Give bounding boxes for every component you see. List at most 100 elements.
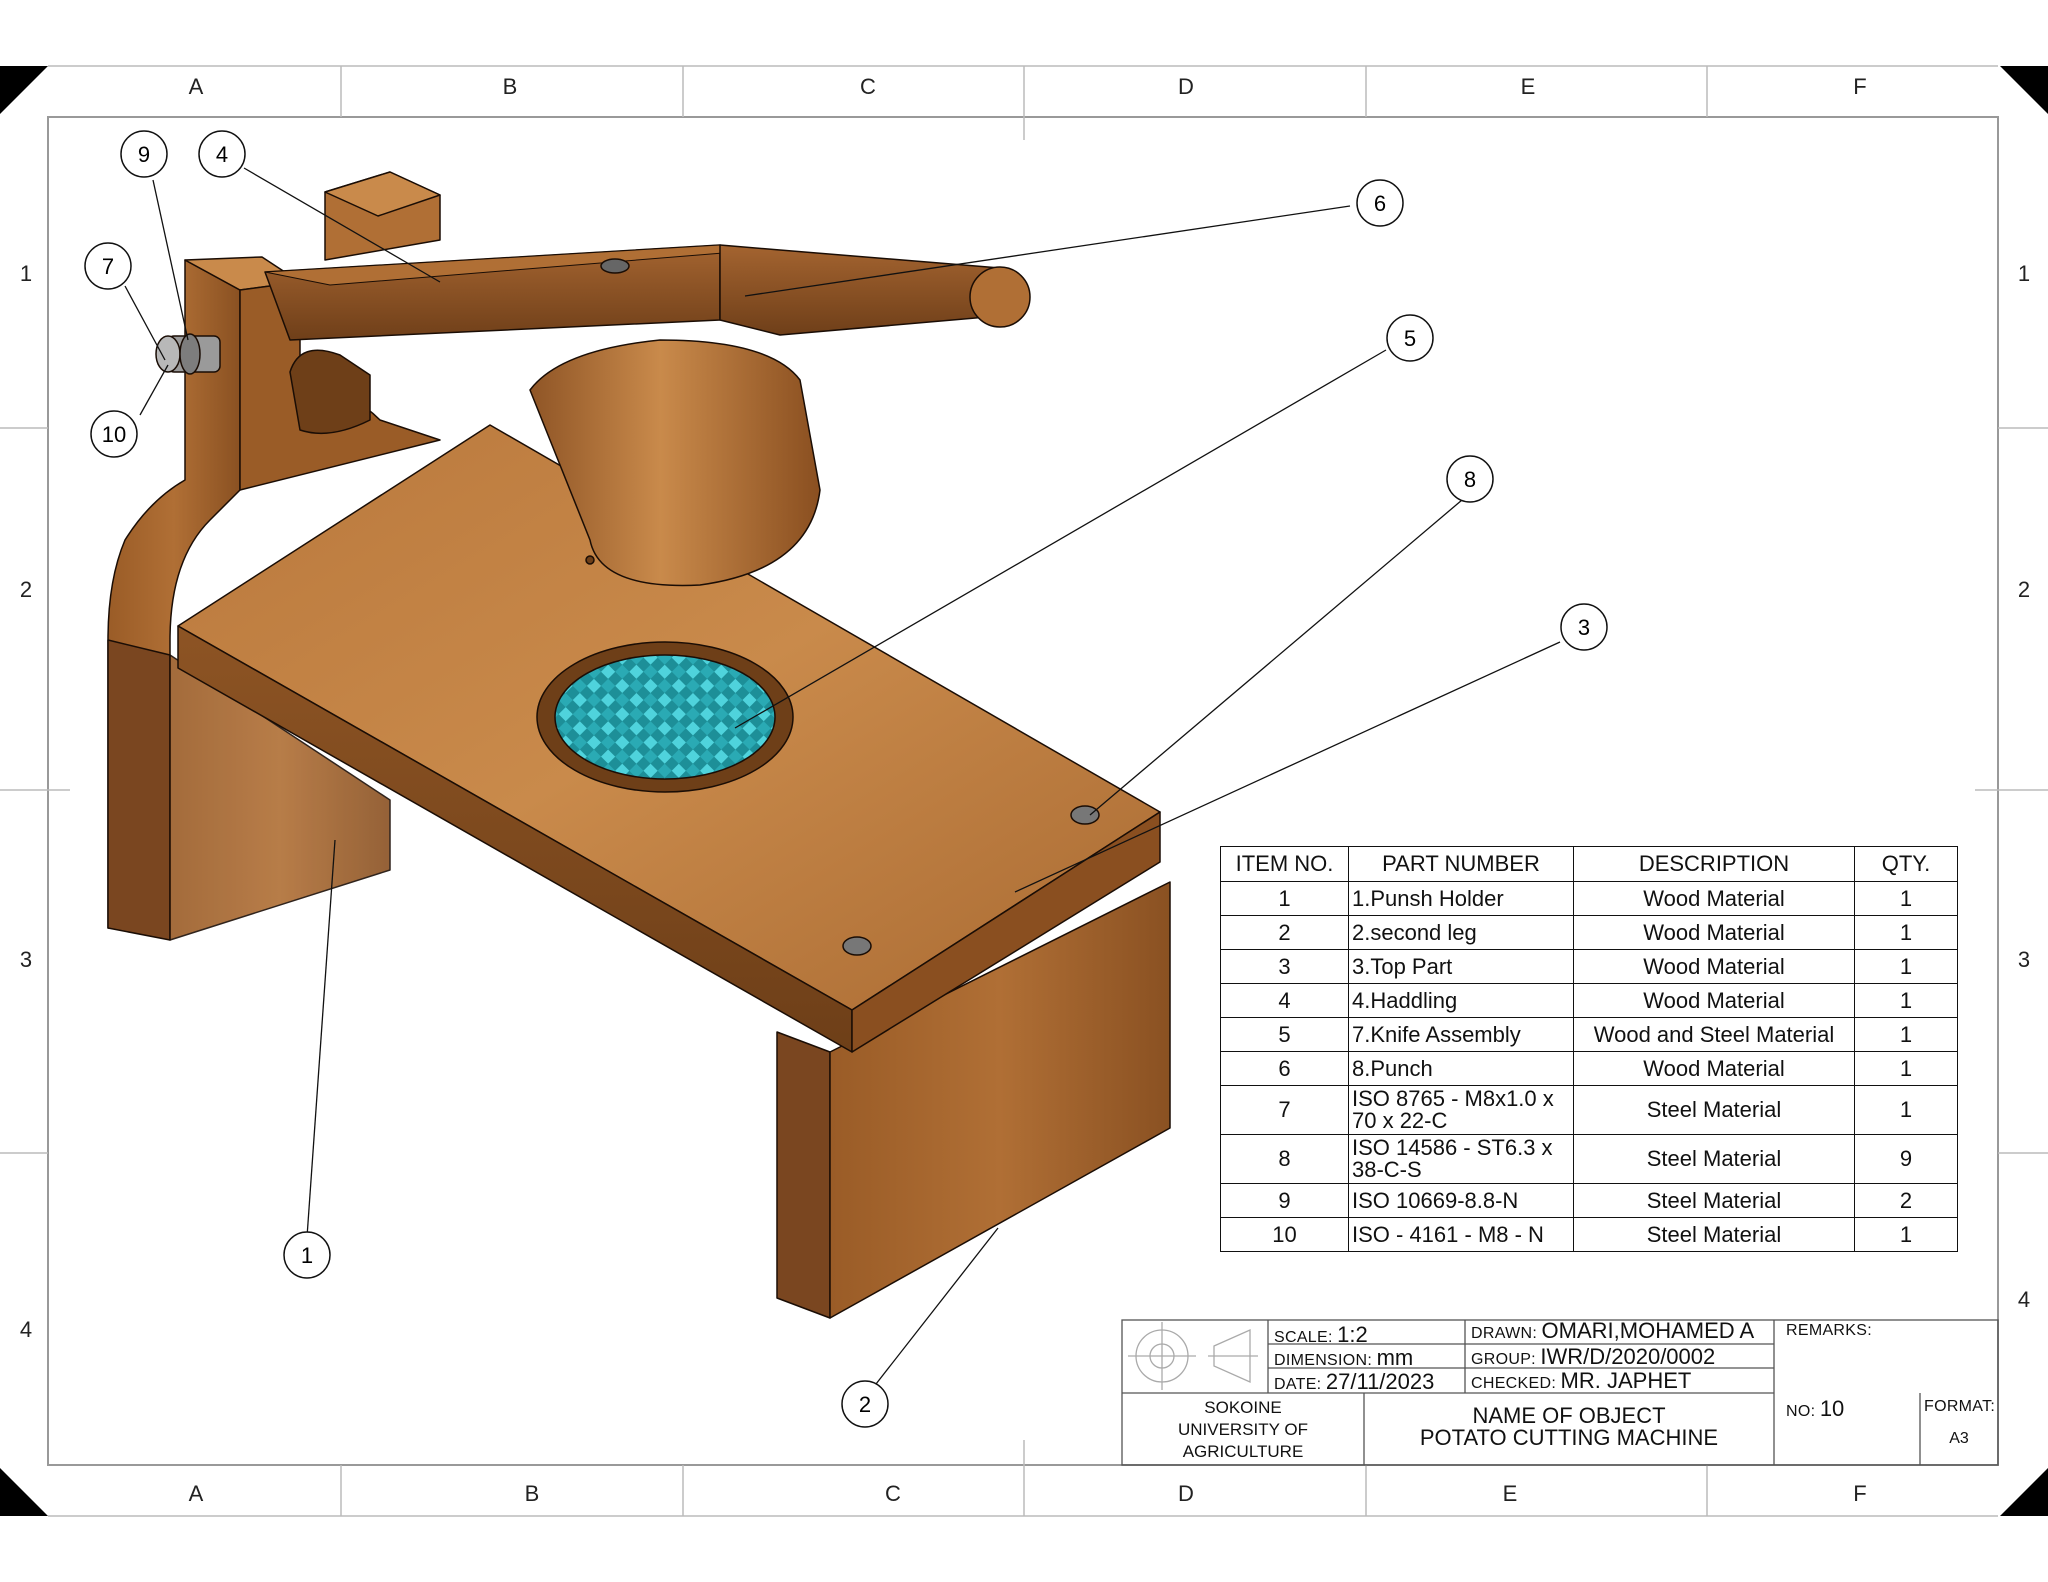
drawing-number-label: NO: <box>1786 1403 1816 1420</box>
bom-item-cell: 2 <box>1220 915 1349 950</box>
sheet-frame <box>0 65 2048 1517</box>
balloon-circle <box>1386 314 1434 362</box>
balloon-circle <box>198 130 246 178</box>
dimension-field: DIMENSION: mm <box>1274 1345 1413 1371</box>
punch <box>529 339 821 587</box>
balloon-circle <box>1560 603 1608 651</box>
bom-part-cell: 4.Haddling <box>1348 983 1574 1018</box>
zone-column-bottom-b: B <box>524 1481 540 1506</box>
zone-row-left-2: 2 <box>19 577 33 602</box>
dimension-label: DIMENSION: <box>1274 1352 1373 1369</box>
balloon-label: 5 <box>1404 326 1416 351</box>
zone-column-bottom-f: F <box>1853 1481 1867 1506</box>
zone-column-top-c: C <box>860 74 876 99</box>
balloon-circle <box>841 1380 889 1428</box>
zone-column-top-d: D <box>1178 74 1194 99</box>
balloon-1: 1 <box>283 1231 331 1279</box>
bom-header-part: PART NUMBER <box>1348 846 1574 882</box>
bom-item-cell: 4 <box>1220 983 1349 1018</box>
zone-row-left-4: 4 <box>19 1317 33 1342</box>
zone-column-top-b: B <box>502 74 518 99</box>
bom-part-cell: 7.Knife Assembly <box>1348 1017 1574 1052</box>
object-name-block: NAME OF OBJECT POTATO CUTTING MACHINE <box>1364 1405 1774 1449</box>
balloon-7: 7 <box>84 242 132 290</box>
scale-label: SCALE: <box>1274 1329 1333 1346</box>
zone-column-top-e: E <box>1520 74 1536 99</box>
zone-column-bottom-a: A <box>188 1481 204 1506</box>
bom-description-cell: Wood and Steel Material <box>1573 1017 1855 1052</box>
bom-description-cell: Wood Material <box>1573 1051 1855 1086</box>
balloon-label: 10 <box>102 422 126 447</box>
group-label: GROUP: <box>1471 1351 1536 1368</box>
bom-qty-cell: 1 <box>1854 881 1958 916</box>
balloon-label: 9 <box>138 142 150 167</box>
leader-lines <box>124 167 1561 1385</box>
balloon-label: 1 <box>301 1243 313 1268</box>
bom-header-qty: QTY. <box>1854 846 1958 882</box>
balloon-label: 7 <box>102 254 114 279</box>
bom-item-cell: 5 <box>1220 1017 1349 1052</box>
object-name-value: POTATO CUTTING MACHINE <box>1419 1425 1719 1450</box>
date-label: DATE: <box>1274 1376 1322 1393</box>
scale-value: 1:2 <box>1337 1322 1368 1347</box>
checked-value: MR. JAPHET <box>1560 1368 1692 1393</box>
dimension-value: mm <box>1376 1345 1414 1370</box>
group-field: GROUP: IWR/D/2020/0002 <box>1471 1344 1715 1370</box>
institution-line-3: AGRICULTURE <box>1182 1442 1304 1461</box>
bom-description-cell: Steel Material <box>1573 1085 1855 1135</box>
balloon-circle <box>84 242 132 290</box>
balloon-label: 8 <box>1464 467 1476 492</box>
bom-part-cell: ISO 14586 - ST6.3 x 38-C-S <box>1348 1134 1574 1184</box>
balloon-circle <box>1356 179 1404 227</box>
bom-description-cell: Steel Material <box>1573 1217 1855 1252</box>
corner-marks <box>0 66 2048 1516</box>
bom-item-cell: 10 <box>1220 1217 1349 1252</box>
balloon-4: 4 <box>198 130 246 178</box>
balloon-circle <box>283 1231 331 1279</box>
drawing-number-field: NO: 10 <box>1786 1396 1844 1422</box>
drawn-label: DRAWN: <box>1471 1325 1538 1342</box>
balloon-label: 4 <box>216 142 228 167</box>
balloon-5: 5 <box>1386 314 1434 362</box>
bom-item-cell: 1 <box>1220 881 1349 916</box>
bom-description-cell: Wood Material <box>1573 881 1855 916</box>
bom-qty-cell: 1 <box>1854 949 1958 984</box>
institution-line-1: SOKOINE <box>1204 1398 1282 1417</box>
bom-item-cell: 7 <box>1220 1085 1349 1135</box>
zone-row-right-4: 4 <box>2017 1287 2031 1312</box>
institution-line-2: UNIVERSITY OF <box>1177 1420 1309 1439</box>
bom-qty-cell: 1 <box>1854 1051 1958 1086</box>
bom-description-cell: Wood Material <box>1573 983 1855 1018</box>
zone-column-bottom-d: D <box>1178 1481 1194 1506</box>
balloon-label: 6 <box>1374 191 1386 216</box>
group-value: IWR/D/2020/0002 <box>1540 1344 1716 1369</box>
object-name-label: NAME OF OBJECT <box>1472 1403 1666 1428</box>
date-value: 27/11/2023 <box>1325 1369 1435 1394</box>
balloon-3: 3 <box>1560 603 1608 651</box>
zone-column-bottom-c: C <box>885 1481 901 1506</box>
balloon-label: 3 <box>1578 615 1590 640</box>
date-field: DATE: 27/11/2023 <box>1274 1369 1434 1395</box>
zone-row-left-1: 1 <box>19 261 33 286</box>
balloon-6: 6 <box>1356 179 1404 227</box>
zone-column-top-a: A <box>188 74 204 99</box>
remarks-label: REMARKS: <box>1786 1322 1872 1339</box>
bom-part-cell: ISO 10669-8.8-N <box>1348 1183 1574 1218</box>
bom-qty-cell: 1 <box>1854 1217 1958 1252</box>
checked-field: CHECKED: MR. JAPHET <box>1471 1368 1691 1394</box>
bom-qty-cell: 1 <box>1854 1017 1958 1052</box>
bolt-assembly <box>155 333 221 375</box>
institution-block: SOKOINE UNIVERSITY OF AGRICULTURE <box>1122 1397 1364 1463</box>
balloon-2: 2 <box>841 1380 889 1428</box>
format-label: FORMAT: <box>1924 1398 1996 1415</box>
